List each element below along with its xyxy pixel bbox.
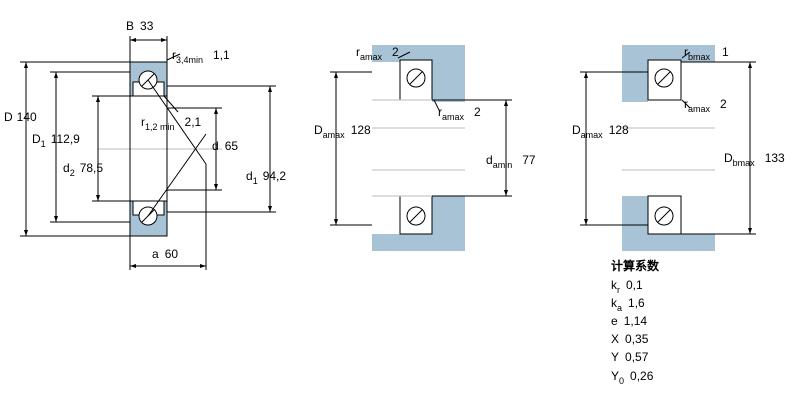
- bearing-arrowheads: [24, 38, 272, 268]
- housing-mounting: [580, 45, 756, 251]
- bearing-section: [20, 36, 276, 270]
- shaft-mounting: [330, 45, 512, 251]
- factors-title: 计算系数: [611, 258, 660, 273]
